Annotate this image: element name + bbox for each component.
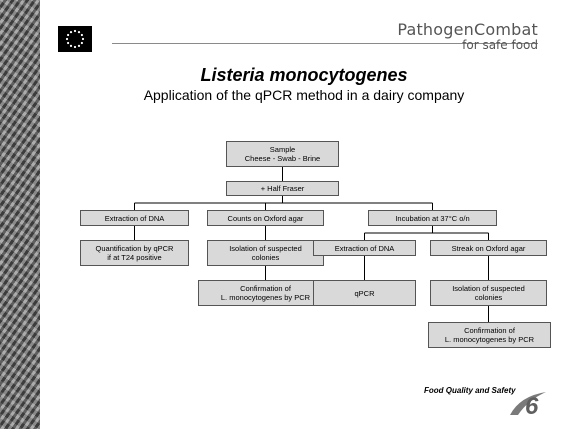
node-extraction-dna-right-label: Extraction of DNA (334, 243, 395, 253)
fp6-logo-icon: 6 (508, 386, 548, 421)
fp6-logo-numeral: 6 (525, 393, 539, 416)
brand-logo: PathogenCombat for safe food (397, 20, 538, 52)
node-quantification-line2: if at T24 positive (107, 253, 162, 262)
footer-program-text: Food Quality and Safety (424, 386, 516, 395)
node-extraction-dna-right: Extraction of DNA (313, 240, 416, 256)
brand-tagline: for safe food (462, 38, 538, 52)
node-isolation-right: Isolation of suspected colonies (430, 280, 547, 306)
node-isolation-right-line1: Isolation of suspected (452, 284, 525, 293)
node-quantification-line1: Quantification by qPCR (95, 244, 174, 253)
node-half-fraser-label: + Half Fraser (260, 184, 305, 193)
node-confirmation-right-line2: L. monocytogenes by PCR (444, 335, 535, 344)
node-isolation-left: Isolation of suspected colonies (207, 240, 324, 266)
node-confirmation-right-line1: Confirmation of (464, 326, 515, 335)
node-qpcr-label: qPCR (354, 288, 375, 298)
node-sample-line2: Cheese - Swab - Brine (244, 154, 321, 163)
node-incubation: Incubation at 37°C o/n (368, 210, 497, 226)
slide-title: Listeria monocytogenes (200, 65, 408, 85)
node-counts-oxford: Counts on Oxford agar (207, 210, 324, 226)
node-confirmation-left-line2: L. monocytogenes by PCR (220, 293, 311, 302)
node-confirmation-left-line1: Confirmation of (240, 284, 291, 293)
node-isolation-right-line2: colonies (474, 293, 503, 302)
node-confirmation-right: Confirmation of L. monocytogenes by PCR (428, 322, 551, 348)
node-qpcr: qPCR (313, 280, 416, 306)
node-incubation-label: Incubation at 37°C o/n (395, 213, 470, 223)
node-sample: Sample Cheese - Swab - Brine (226, 141, 339, 167)
node-isolation-left-line1: Isolation of suspected (229, 244, 302, 253)
node-quantification-qpcr: Quantification by qPCR if at T24 positiv… (80, 240, 189, 266)
decorative-side-strip (0, 0, 40, 429)
node-confirmation-left: Confirmation of L. monocytogenes by PCR (198, 280, 333, 306)
header-divider (112, 43, 538, 44)
slide-subtitle: Application of the qPCR method in a dair… (143, 87, 465, 103)
node-streak-oxford-label: Streak on Oxford agar (451, 243, 526, 253)
node-counts-oxford-label: Counts on Oxford agar (227, 213, 304, 223)
node-extraction-dna-left-label: Extraction of DNA (104, 213, 165, 223)
node-isolation-left-line2: colonies (251, 253, 280, 262)
eu-flag-icon (58, 26, 92, 52)
node-streak-oxford: Streak on Oxford agar (430, 240, 547, 256)
node-sample-line1: Sample (269, 145, 296, 154)
node-half-fraser: + Half Fraser (226, 181, 339, 196)
node-extraction-dna-left: Extraction of DNA (80, 210, 189, 226)
brand-name: PathogenCombat (397, 20, 538, 39)
